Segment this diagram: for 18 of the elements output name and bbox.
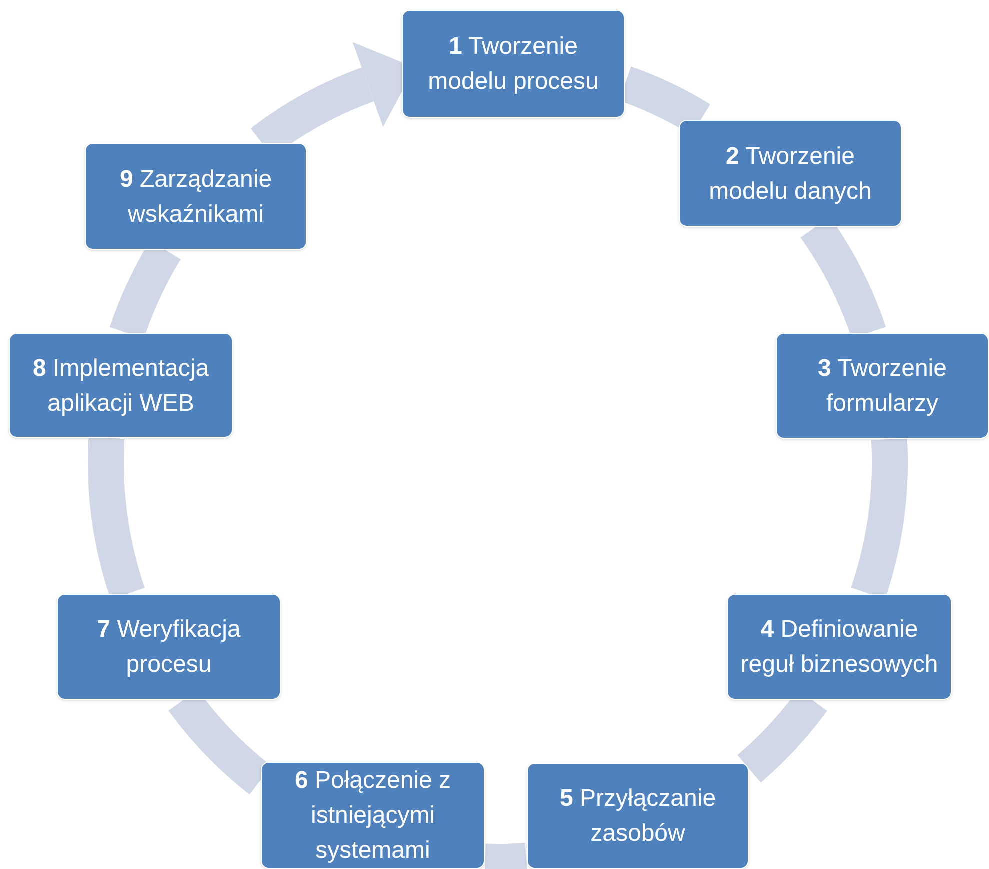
step-label: 4 Definiowanie reguł biznesowych bbox=[740, 615, 940, 680]
process-box bbox=[57, 594, 281, 700]
process-box bbox=[402, 10, 625, 118]
step-label: 1 Tworzenie modelu procesu bbox=[427, 32, 600, 97]
step-label: 6 Połączenie z istniejącymi systemami bbox=[294, 766, 452, 866]
process-box bbox=[679, 120, 902, 227]
process-box bbox=[776, 333, 989, 439]
step-label: 9 Zarządzanie wskaźnikami bbox=[118, 164, 274, 230]
process-box bbox=[527, 763, 749, 869]
step-label: 3 Tworzenie formularzy bbox=[817, 354, 948, 419]
process-box bbox=[85, 143, 307, 250]
step-label: 7 Weryfikacja procesu bbox=[96, 615, 242, 680]
process-box bbox=[261, 762, 485, 869]
process-box bbox=[9, 333, 233, 438]
step-label: 2 Tworzenie modelu danych bbox=[708, 142, 873, 206]
step-label: 8 Implementacja aplikacji WEB bbox=[32, 354, 210, 418]
process-box bbox=[727, 594, 952, 700]
step-label: 5 Przyłączanie zasobów bbox=[558, 784, 718, 849]
